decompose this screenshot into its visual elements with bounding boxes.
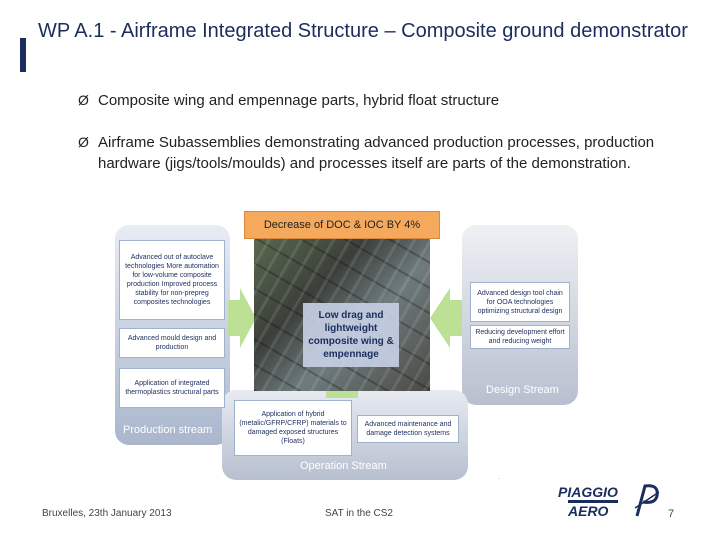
design-box: Reducing development effort and reducing… <box>470 325 570 349</box>
bullet-arrow-icon: Ø <box>78 92 89 108</box>
operation-box: Application of hybrid (metalic/GFRP/CFRP… <box>234 400 352 456</box>
slide-title: WP A.1 - Airframe Integrated Structure –… <box>38 20 688 42</box>
design-stream-label: Design Stream <box>486 384 559 396</box>
design-box: Advanced design tool chain for OOA techn… <box>470 282 570 322</box>
center-goal-label: Low drag and lightweight composite wing … <box>303 303 399 367</box>
production-box: Advanced mould design and production <box>119 328 225 358</box>
bullet-text: Airframe Subassemblies demonstrating adv… <box>98 134 655 172</box>
logo-line1: PIAGGIO <box>558 484 618 500</box>
left-arrow-icon <box>228 288 256 348</box>
goal-badge: Decrease of DOC & IOC BY 4% <box>244 211 440 239</box>
footer-date: Bruxelles, 23th January 2013 <box>42 508 172 519</box>
page-number: 7 <box>668 508 675 520</box>
bullet-arrow-icon: Ø <box>78 134 89 150</box>
production-box: Application of integrated thermoplastics… <box>119 368 225 408</box>
logo-line2: AERO <box>568 500 618 519</box>
operation-stream-label: Operation Stream <box>300 460 387 472</box>
bullet-item: Ø Composite wing and empennage parts, hy… <box>78 90 678 111</box>
piaggio-p-mark-icon <box>634 484 660 517</box>
production-stream-label: Production stream <box>123 424 213 436</box>
footer-event: SAT in the CS2 <box>325 508 393 519</box>
production-box: Advanced out of autoclave technologies M… <box>119 240 225 320</box>
decorative-mark: · <box>498 476 500 482</box>
right-arrow-icon <box>430 288 462 348</box>
title-accent-bar <box>20 38 26 72</box>
operation-box: Advanced maintenance and damage detectio… <box>357 415 459 443</box>
piaggio-aero-logo: PIAGGIO AERO <box>558 485 618 519</box>
bullet-item: Ø Airframe Subassemblies demonstrating a… <box>78 132 678 174</box>
bullet-text: Composite wing and empennage parts, hybr… <box>98 92 500 109</box>
